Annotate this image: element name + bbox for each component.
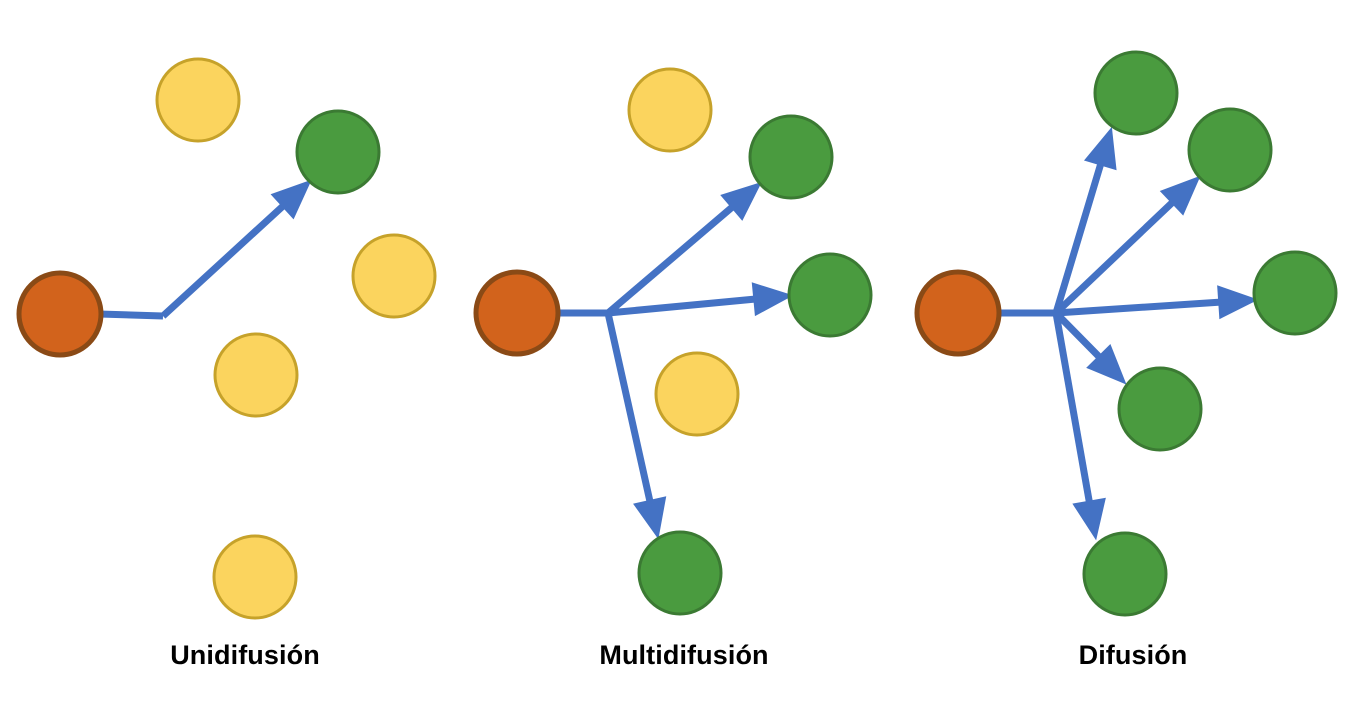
node-idle-unicast-4[interactable]	[213, 332, 299, 418]
panel-caption-broadcast: Difusión	[1078, 640, 1188, 670]
arrow-broadcast-3[interactable]	[1055, 285, 1259, 320]
arrow-broadcast-4-shaft	[1053, 310, 1104, 362]
arrow-broadcast-2[interactable]	[1053, 175, 1201, 316]
arrow-unicast-1-shaft	[160, 201, 288, 319]
arrow-broadcast-2-head	[1159, 175, 1201, 216]
arrow-broadcast-5-shaft	[1052, 312, 1094, 506]
arrow-broadcast-3-head	[1217, 285, 1259, 320]
edges-layer	[98, 126, 1259, 541]
node-sender-unicast[interactable]	[16, 270, 104, 358]
arrow-broadcast-4[interactable]	[1053, 310, 1127, 385]
arrow-multicast-3[interactable]	[604, 312, 667, 540]
panel-caption-unicast: Unidifusión	[170, 640, 320, 670]
arrow-multicast-3-head	[633, 496, 667, 540]
node-receiver-unicast-2[interactable]	[295, 109, 381, 195]
panel-caption-multicast: Multidifusión	[599, 640, 769, 670]
stem-unicast	[98, 310, 164, 320]
node-receiver-multicast-2[interactable]	[748, 114, 834, 200]
node-sender-broadcast[interactable]	[914, 269, 1002, 357]
arrow-broadcast-1-head	[1083, 126, 1117, 171]
arrow-unicast-1[interactable]	[160, 179, 312, 319]
arrow-broadcast-5[interactable]	[1052, 312, 1106, 541]
node-sender-multicast[interactable]	[473, 269, 561, 357]
arrow-multicast-2-shaft	[607, 295, 758, 317]
arrow-broadcast-1-shaft	[1052, 160, 1105, 315]
arrow-multicast-1-shaft	[605, 202, 737, 316]
arrow-multicast-3-shaft	[604, 312, 654, 505]
node-idle-unicast-1[interactable]	[155, 57, 241, 143]
arrow-multicast-1-head	[720, 181, 762, 221]
node-idle-unicast-3[interactable]	[351, 233, 437, 319]
node-receiver-broadcast-5[interactable]	[1082, 531, 1168, 617]
node-receiver-broadcast-1[interactable]	[1093, 50, 1179, 136]
nodes-layer	[16, 50, 1338, 620]
node-receiver-multicast-5[interactable]	[637, 530, 723, 616]
arrow-broadcast-5-head	[1072, 497, 1106, 541]
node-receiver-broadcast-2[interactable]	[1187, 107, 1273, 193]
arrow-broadcast-4-head	[1086, 343, 1127, 385]
arrow-multicast-2-head	[751, 282, 794, 317]
arrow-broadcast-1[interactable]	[1052, 126, 1117, 315]
arrow-multicast-2[interactable]	[607, 282, 794, 317]
arrow-broadcast-3-shaft	[1055, 298, 1223, 317]
node-receiver-broadcast-3[interactable]	[1252, 250, 1338, 336]
arrow-broadcast-2-shaft	[1053, 198, 1177, 316]
arrow-unicast-1-head	[270, 179, 312, 220]
node-idle-multicast-4[interactable]	[654, 351, 740, 437]
node-idle-unicast-5[interactable]	[212, 534, 298, 620]
node-receiver-multicast-3[interactable]	[787, 252, 873, 338]
node-idle-multicast-1[interactable]	[627, 67, 713, 153]
arrow-multicast-1[interactable]	[605, 181, 762, 316]
node-receiver-broadcast-4[interactable]	[1117, 366, 1203, 452]
